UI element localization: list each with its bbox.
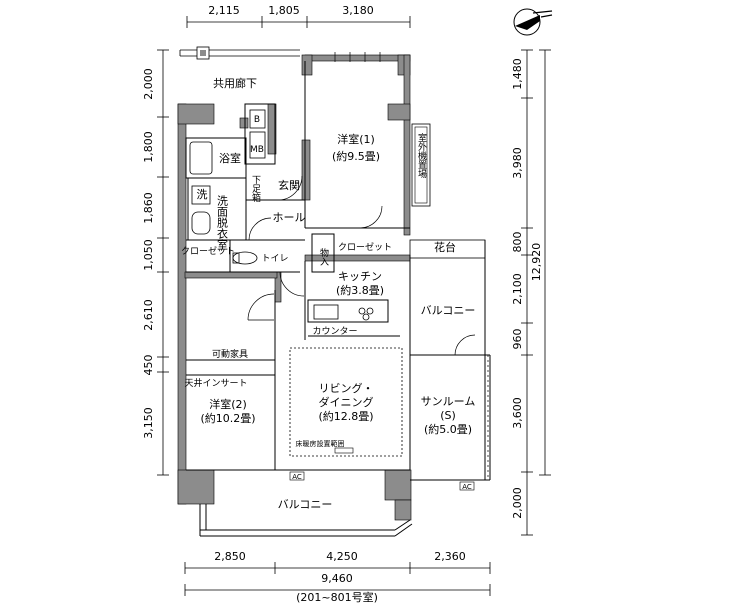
north-arrow-icon: [513, 8, 553, 36]
dim-bottom-3: 2,360: [434, 550, 466, 563]
ac-unit-bottom: [289, 471, 305, 481]
dim-right-7: 2,000: [511, 487, 524, 519]
dim-left-5: 2,610: [142, 299, 155, 331]
walls: [177, 54, 412, 521]
label-entrance: 玄関: [278, 178, 300, 192]
dimension-labels: 2,115 1,805 3,180 2,850 4,250 2,360 9,46…: [142, 4, 543, 585]
label-ac-right: AC: [462, 483, 472, 491]
corridor-pillar-core: [200, 50, 206, 56]
label-sunroom-s: (S): [440, 409, 456, 422]
fixtures: [189, 109, 374, 321]
svg-text:洗面脱衣室: 洗面脱衣室: [216, 195, 229, 250]
dim-bottom-2: 4,250: [326, 550, 358, 563]
label-counter: カウンター: [312, 326, 357, 337]
label-western-room-1: 洋室(1): [337, 132, 375, 146]
dim-left-1: 2,000: [142, 68, 155, 100]
label-floor-heating: 床暖房設置範囲: [296, 439, 345, 448]
dim-right-4: 2,100: [511, 273, 524, 305]
label-dressing-room: 洗面脱衣室: [216, 195, 229, 250]
dim-top-2: 1,805: [268, 4, 300, 17]
label-toilet: トイレ: [261, 254, 288, 264]
label-closet-kitchen: クローゼット: [338, 241, 392, 253]
label-balcony-bottom: バルコニー: [278, 498, 333, 511]
label-living-dining-size: (約12.8畳): [318, 409, 373, 423]
label-ac-bottom: AC: [292, 473, 302, 481]
dim-top-3: 3,180: [342, 4, 374, 17]
label-sunroom: サンルーム: [421, 395, 476, 408]
dim-top-1: 2,115: [208, 4, 240, 17]
dim-right-2: 3,980: [511, 147, 524, 179]
label-western-room-2: 洋室(2): [209, 397, 247, 411]
dim-bottom-1: 2,850: [214, 550, 246, 563]
label-movable-furniture: 可動家具: [212, 348, 248, 360]
dimension-lines: [157, 16, 551, 596]
dim-left-4: 1,050: [142, 239, 155, 271]
label-kitchen-size: (約3.8畳): [336, 283, 384, 297]
label-living-dining-2: ダイニング: [319, 395, 374, 409]
label-sunroom-size: (約5.0畳): [424, 422, 472, 436]
dim-bottom-total: 9,460: [321, 572, 353, 585]
dim-left-2: 1,800: [142, 131, 155, 163]
label-ceiling-insert: 天井インサート: [184, 377, 247, 389]
label-outdoor-unit: 室外機置場: [416, 132, 427, 179]
window-marks: [334, 52, 381, 62]
label-b-box: B: [254, 115, 260, 125]
room-labels: 共用廊下 洋室(1) (約9.5畳) 浴室 洗 洗面脱衣室 下足箱 玄関 MB …: [181, 76, 475, 511]
label-meter-box: MB: [250, 145, 264, 155]
label-balcony-right: バルコニー: [421, 304, 476, 317]
dim-right-3: 800: [511, 232, 524, 253]
door-swings: [247, 175, 476, 356]
label-shoe-box: 下足箱: [250, 175, 261, 203]
partition-lines: [185, 61, 491, 537]
ac-unit-right: [459, 481, 475, 491]
label-washer: 洗: [197, 188, 208, 201]
dim-right-total: 12,920: [530, 243, 543, 282]
label-hall: ホール: [273, 211, 306, 224]
dim-right-5: 960: [511, 329, 524, 350]
dim-left-3: 1,860: [142, 192, 155, 224]
label-bathroom: 浴室: [219, 151, 241, 165]
label-closet-left: クローゼット: [181, 245, 235, 257]
label-living-dining-1: リビング・: [319, 381, 374, 395]
label-shared-corridor: 共用廊下: [213, 76, 257, 90]
label-western-room-1-size: (約9.5畳): [332, 149, 380, 163]
label-storage: 物入: [318, 247, 329, 266]
unit-caption: (201~801号室): [296, 590, 378, 604]
dim-right-6: 3,600: [511, 397, 524, 429]
dim-left-6: 450: [142, 355, 155, 376]
dim-left-7: 3,150: [142, 407, 155, 439]
dim-right-1: 1,480: [511, 58, 524, 90]
label-western-room-2-size: (約10.2畳): [200, 411, 255, 425]
label-kitchen: キッチン: [338, 270, 382, 283]
floor-heating-controller: [334, 447, 354, 454]
label-flower-bed: 花台: [434, 240, 456, 254]
